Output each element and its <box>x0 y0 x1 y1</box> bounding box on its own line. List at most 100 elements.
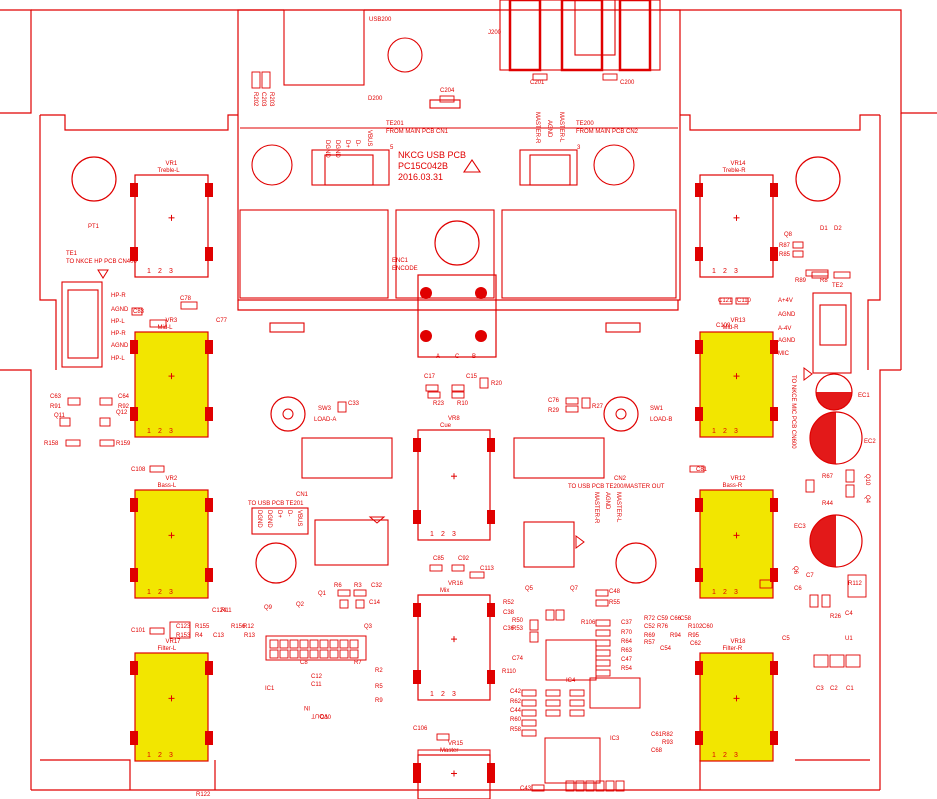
diode-ref: D1 <box>820 226 828 232</box>
footprint <box>821 594 831 608</box>
footprint <box>565 405 579 413</box>
te2-ref: TE2 <box>832 283 844 289</box>
ic-ref: IC3 <box>610 736 620 742</box>
pot-pad <box>205 661 213 675</box>
smd-part: R55 <box>609 600 621 606</box>
part-ref: R110 <box>502 669 517 675</box>
te1-headphone-header: TE1 TO NKCE HP PCB CN400 HP-R AGND HP-L … <box>61 251 137 368</box>
smd-part: R89 <box>795 278 807 284</box>
footprint <box>99 417 111 427</box>
pot-pad <box>205 407 213 421</box>
footprint <box>429 564 443 572</box>
part-ref: C64 <box>118 394 130 400</box>
te2-pin: MIC <box>778 351 790 357</box>
part-ref: R26 <box>830 614 842 620</box>
smd-part: C60 <box>702 624 714 630</box>
pot-pin-number: 2 <box>158 589 162 596</box>
pot-pad <box>695 731 703 745</box>
pot-pad <box>695 407 703 421</box>
ic-ref: IC4 <box>566 678 576 684</box>
smd-part: R95 <box>688 633 700 639</box>
part-ref: R91 <box>50 404 62 410</box>
smd-part: R106 <box>581 620 596 626</box>
part-ref: R13 <box>244 633 256 639</box>
footprint <box>521 709 537 717</box>
part-ref: R82 <box>662 732 674 738</box>
part-ref: C48 <box>609 589 621 595</box>
smd-part: C42 <box>510 689 522 695</box>
smd-part: C14 <box>369 600 381 606</box>
large-blocks <box>269 322 641 479</box>
footprint <box>251 71 261 89</box>
smd-part: C110 <box>737 298 752 304</box>
smd-part: R26 <box>830 614 842 620</box>
part-ref: R60 <box>510 717 522 723</box>
smd-part: R58 <box>510 727 522 733</box>
smd-part: C8 <box>300 660 308 666</box>
part-ref: R102 <box>688 624 703 630</box>
part-ref: C110 <box>737 298 752 304</box>
pot-body <box>699 652 774 762</box>
smd-part: C81 <box>696 467 708 473</box>
smd-part: R69 <box>644 633 656 639</box>
switch-load-a[interactable]: SW3 LOAD-A <box>270 396 336 432</box>
part-ref: C2 <box>830 686 838 692</box>
smd-part: R29 <box>548 408 560 414</box>
smd-part: C83 <box>133 309 145 315</box>
ic-ref: Q6 <box>792 566 798 575</box>
part-ref: C58 <box>680 616 692 622</box>
encoder-name: ENCODE <box>392 266 418 272</box>
regulator-in: IN <box>304 704 310 710</box>
part-ref: R57 <box>644 640 656 646</box>
smd-part: C101 <box>131 628 146 634</box>
te201-note: FROM MAIN PCB CN1 <box>386 129 449 135</box>
pot-pad <box>130 407 138 421</box>
pot-pin-number: 2 <box>723 589 727 596</box>
te200-pin: AGND <box>546 120 552 138</box>
smd-part: R23 <box>433 401 445 407</box>
pot-pin-number: 1 <box>712 589 716 596</box>
header-pin <box>299 649 309 659</box>
pot-ref: VR8 <box>448 416 460 422</box>
te200-note: FROM MAIN PCB CN2 <box>576 129 639 135</box>
smd-part: R6 <box>334 583 342 589</box>
usb-ref: D200 <box>368 96 383 102</box>
smd-part: R60 <box>510 717 522 723</box>
part-ref: C38 <box>503 610 515 616</box>
footprint <box>545 699 561 707</box>
footprint <box>809 594 819 608</box>
pot-ref: VR18 <box>731 639 747 645</box>
pot-pin-number: 3 <box>452 531 456 538</box>
part-ref: R6 <box>334 583 342 589</box>
part-ref: R69 <box>644 633 656 639</box>
pot-body <box>417 594 491 701</box>
header-pin <box>615 780 625 792</box>
part-ref: R76 <box>657 624 669 630</box>
footprint <box>595 599 609 607</box>
smd-part: R50 <box>512 618 524 624</box>
footprint <box>595 619 611 627</box>
smd-part: C61 <box>651 732 663 738</box>
pot-name: Bass-R <box>723 483 743 489</box>
pot-pin-number: 2 <box>158 752 162 759</box>
pot-pin-number: 2 <box>723 752 727 759</box>
pot-pad <box>695 498 703 512</box>
smd-part: R94 <box>670 633 682 639</box>
header-pin <box>605 780 615 792</box>
encoder-enc1[interactable]: ENC1 ENCODE A C B <box>392 220 497 360</box>
part-ref: C63 <box>50 394 62 400</box>
switch-load-b[interactable]: SW1 LOAD-B <box>603 396 672 432</box>
smd-part: R67 <box>822 474 834 480</box>
smd-part: R20 <box>491 381 503 387</box>
part-ref: R23 <box>433 401 445 407</box>
